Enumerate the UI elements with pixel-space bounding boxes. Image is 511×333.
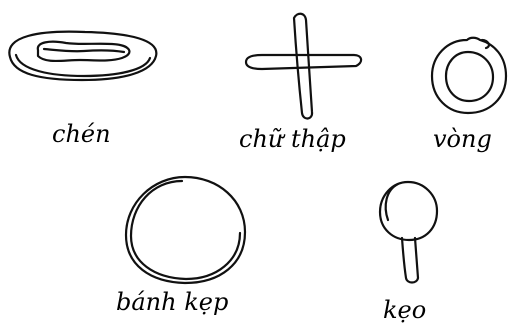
ring-icon (432, 38, 506, 113)
label-banh-kep: bánh kẹp (116, 290, 228, 314)
label-chu-thap: chữ thập (239, 127, 346, 151)
cross-icon (246, 14, 361, 119)
label-chen: chén (52, 122, 111, 146)
label-vong: vòng (433, 127, 492, 151)
lollipop-icon (380, 182, 437, 283)
bowl-icon (9, 32, 156, 80)
cookie-icon (126, 177, 245, 283)
label-keo: kẹo (383, 298, 426, 322)
